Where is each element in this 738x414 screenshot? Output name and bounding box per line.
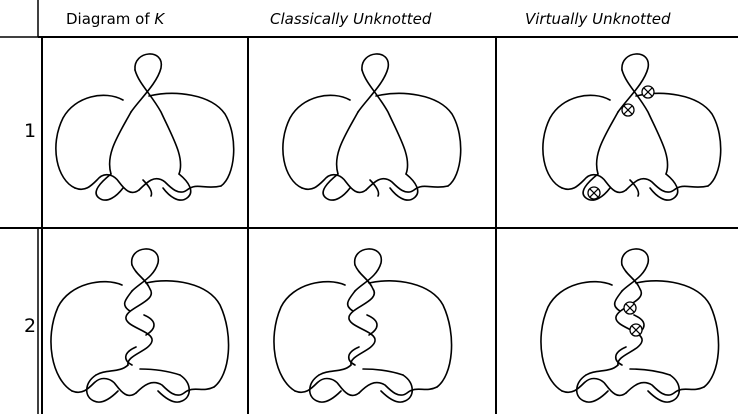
virtual-crossing-marker [623,301,637,315]
virtual-crossing-marker [587,186,601,200]
header-diagram-of-k: Diagram of K [66,10,165,28]
knot-diagram-row1-classical [282,53,462,201]
virtual-crossing-marker [629,323,643,337]
knot-diagram-row2-virtual [540,248,720,403]
header-classically-unknotted: Classically Unknotted [270,10,432,28]
virtual-crossing-marker [641,85,655,99]
knot-diagram-row2-classical [273,248,453,403]
row-label-1: 1 [24,120,36,142]
row-label-2: 2 [24,315,36,337]
header-virtually-unknotted: Virtually Unknotted [525,10,671,28]
knot-diagram-row1-virtual [542,53,722,201]
knot-diagram-row1-original [55,53,235,201]
knot-diagram-row2-original [50,248,230,403]
virtual-crossing-marker [621,103,635,117]
